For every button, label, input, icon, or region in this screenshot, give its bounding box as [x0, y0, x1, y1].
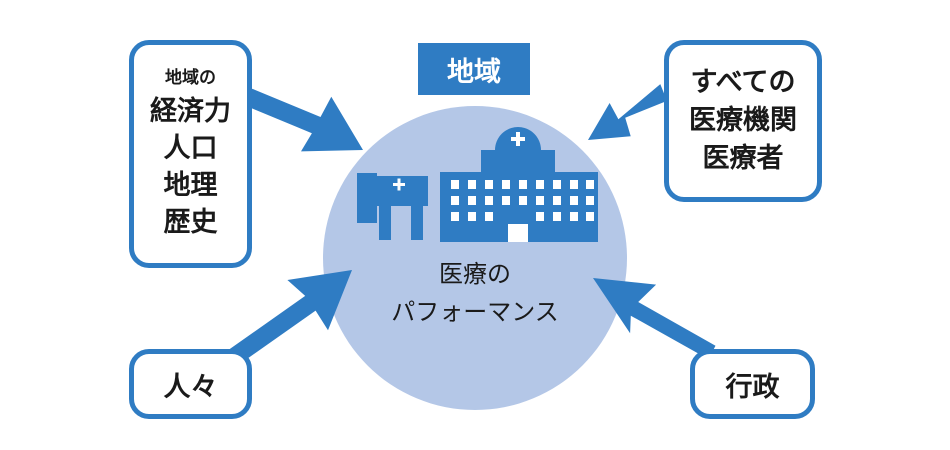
regional-item-economy: 経済力 [150, 96, 231, 127]
building-window [536, 212, 544, 221]
hospital-building-icon [440, 127, 598, 242]
building-window [502, 180, 510, 189]
building-window [553, 212, 561, 221]
building-window [468, 180, 476, 189]
hospital-bed-icon [357, 173, 428, 240]
building-window [451, 212, 459, 221]
building-window [570, 212, 578, 221]
factor-box-regional: 地域の 経済力 人口 地理 歴史 [129, 40, 252, 268]
center-label-line-2: パフォーマンス [391, 298, 559, 326]
building-window [570, 196, 578, 205]
factor-box-medical: すべての 医療機関 医療者 [664, 40, 822, 202]
building-window [586, 212, 594, 221]
medical-line-institutions: 医療機関 [689, 105, 797, 136]
people-label: 人々 [163, 371, 218, 403]
building-window [519, 196, 527, 205]
medical-line-practitioners: 医療者 [702, 143, 784, 174]
building-window [553, 196, 561, 205]
center-label: 医療の パフォーマンス [360, 255, 590, 331]
building-window [485, 180, 493, 189]
center-label-line-1: 医療の [439, 260, 511, 288]
building-window [468, 196, 476, 205]
government-label: 行政 [725, 371, 780, 403]
arrow-bottom-left [226, 270, 352, 367]
building-window [468, 212, 476, 221]
building-window [502, 196, 510, 205]
building-window [553, 180, 561, 189]
building-window [451, 196, 459, 205]
building-window [485, 196, 493, 205]
medical-line-all: すべての [690, 67, 796, 98]
regional-item-history: 歴史 [163, 207, 218, 238]
regional-item-population: 人口 [163, 133, 218, 164]
region-label: 地域 [418, 43, 530, 95]
arrow-top-left [243, 88, 363, 152]
building-window [536, 196, 544, 205]
factor-box-government: 行政 [690, 349, 815, 419]
building-window [519, 180, 527, 189]
factor-box-people: 人々 [129, 349, 252, 419]
arrow-top-right [588, 84, 667, 140]
regional-item-geography: 地理 [163, 170, 218, 201]
building-window [536, 180, 544, 189]
arrow-bottom-right [593, 278, 716, 360]
building-window [586, 180, 594, 189]
building-window [451, 180, 459, 189]
building-window [485, 212, 493, 221]
regional-heading: 地域の [165, 68, 216, 88]
building-window [570, 180, 578, 189]
building-window [586, 196, 594, 205]
